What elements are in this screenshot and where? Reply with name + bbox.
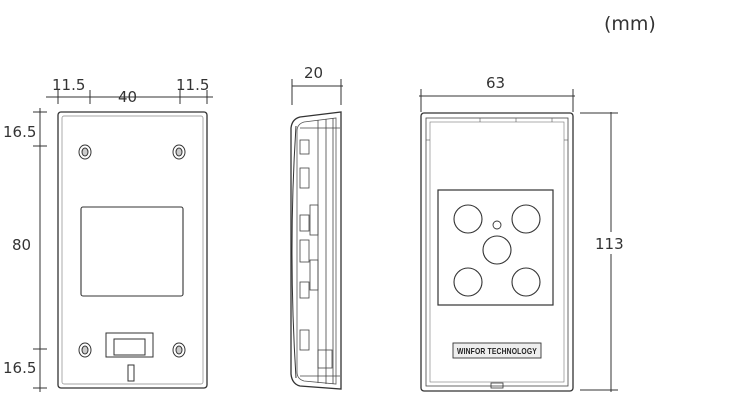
brand-label-box xyxy=(452,342,542,359)
back-height-label: 113 xyxy=(595,235,624,253)
front-height-top-label: 16.5 xyxy=(3,123,36,141)
switch-icon xyxy=(105,332,154,382)
terminal-hole-icon xyxy=(453,204,541,297)
unit-label: (mm) xyxy=(604,13,656,35)
back-view: 63 113 WINFO xyxy=(419,74,631,392)
side-depth-label: 20 xyxy=(304,64,323,82)
side-view: 20 xyxy=(290,64,343,390)
display-window xyxy=(80,206,184,297)
front-width-dimension xyxy=(46,90,213,104)
back-width-dimension xyxy=(419,89,575,112)
side-depth-dimension xyxy=(291,79,343,105)
front-height-middle-label: 80 xyxy=(12,236,31,254)
front-view: 11.5 40 11.5 16.5 80 16.5 xyxy=(0,76,213,392)
front-width-center-label: 40 xyxy=(118,88,137,106)
front-height-dimension xyxy=(33,108,47,392)
brand-label: WINFOR TECHNOLOGY xyxy=(457,346,537,356)
back-width-label: 63 xyxy=(486,74,505,92)
front-height-bottom-label: 16.5 xyxy=(3,359,36,377)
center-screw-icon xyxy=(492,220,502,230)
front-width-left-label: 11.5 xyxy=(52,76,85,94)
front-width-right-label: 11.5 xyxy=(176,76,209,94)
screw-hole-icon xyxy=(78,144,186,358)
